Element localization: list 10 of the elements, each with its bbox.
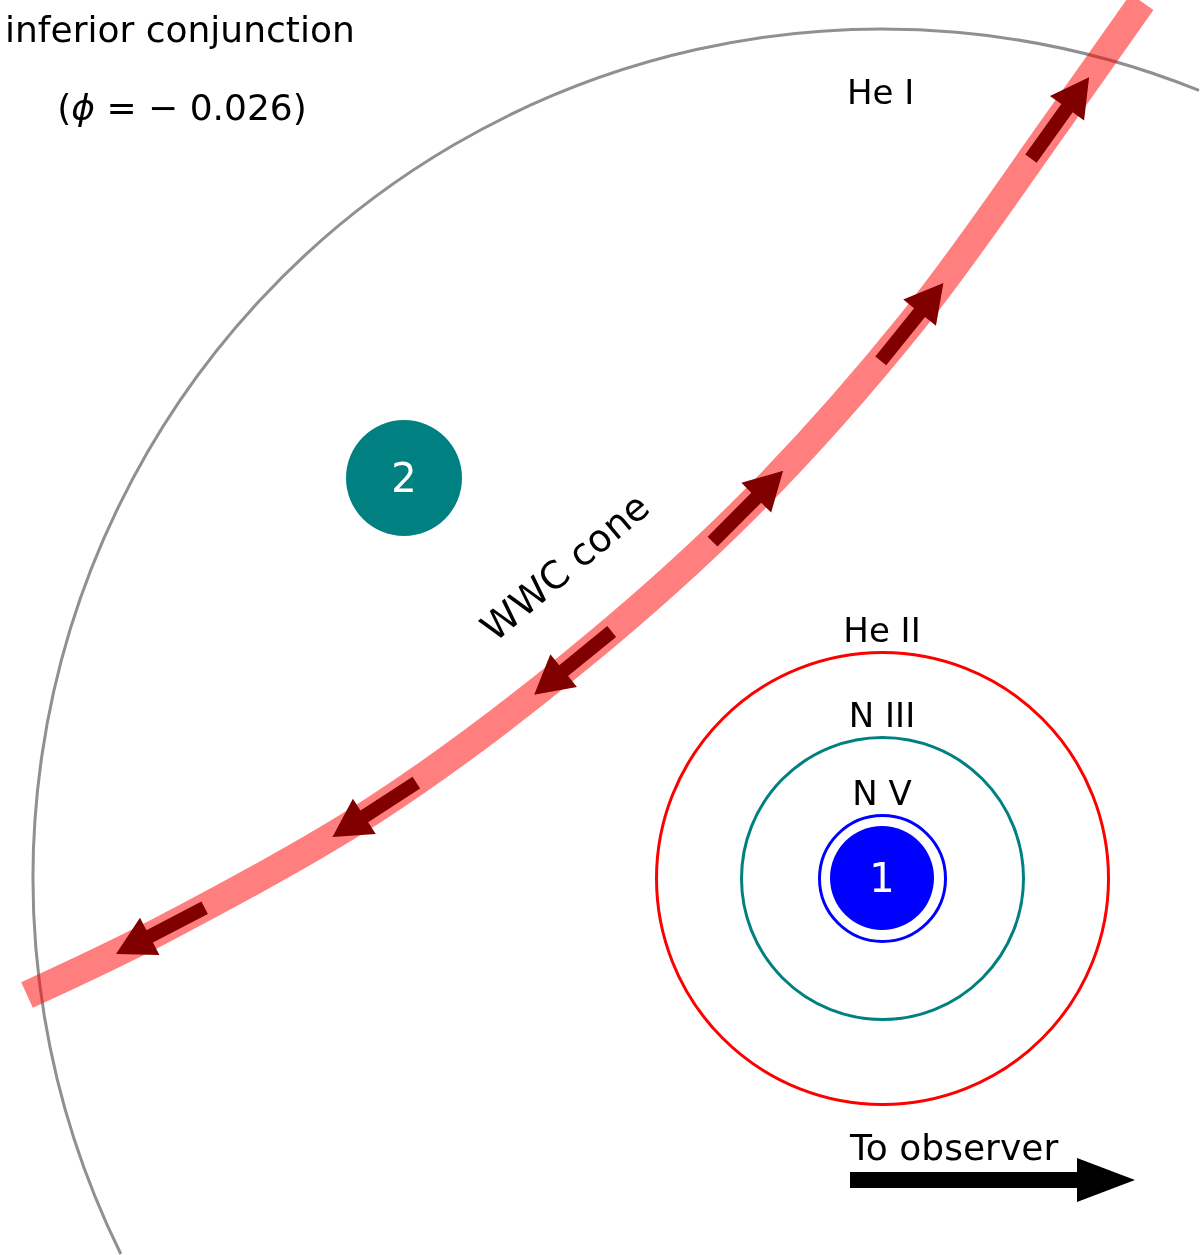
region-label: He I	[847, 75, 915, 109]
diagram-title: inferior conjunction	[5, 12, 355, 48]
phase-label: (ϕ = − 0.026)	[57, 90, 307, 126]
star-number: 2	[391, 458, 417, 498]
star-disc	[830, 826, 934, 930]
star-number: 1	[869, 858, 895, 898]
direction-label: To observer	[850, 1130, 1059, 1166]
ring-label: He II	[843, 612, 921, 647]
ring-label: N V	[852, 775, 912, 810]
ring-label: N III	[848, 697, 916, 732]
